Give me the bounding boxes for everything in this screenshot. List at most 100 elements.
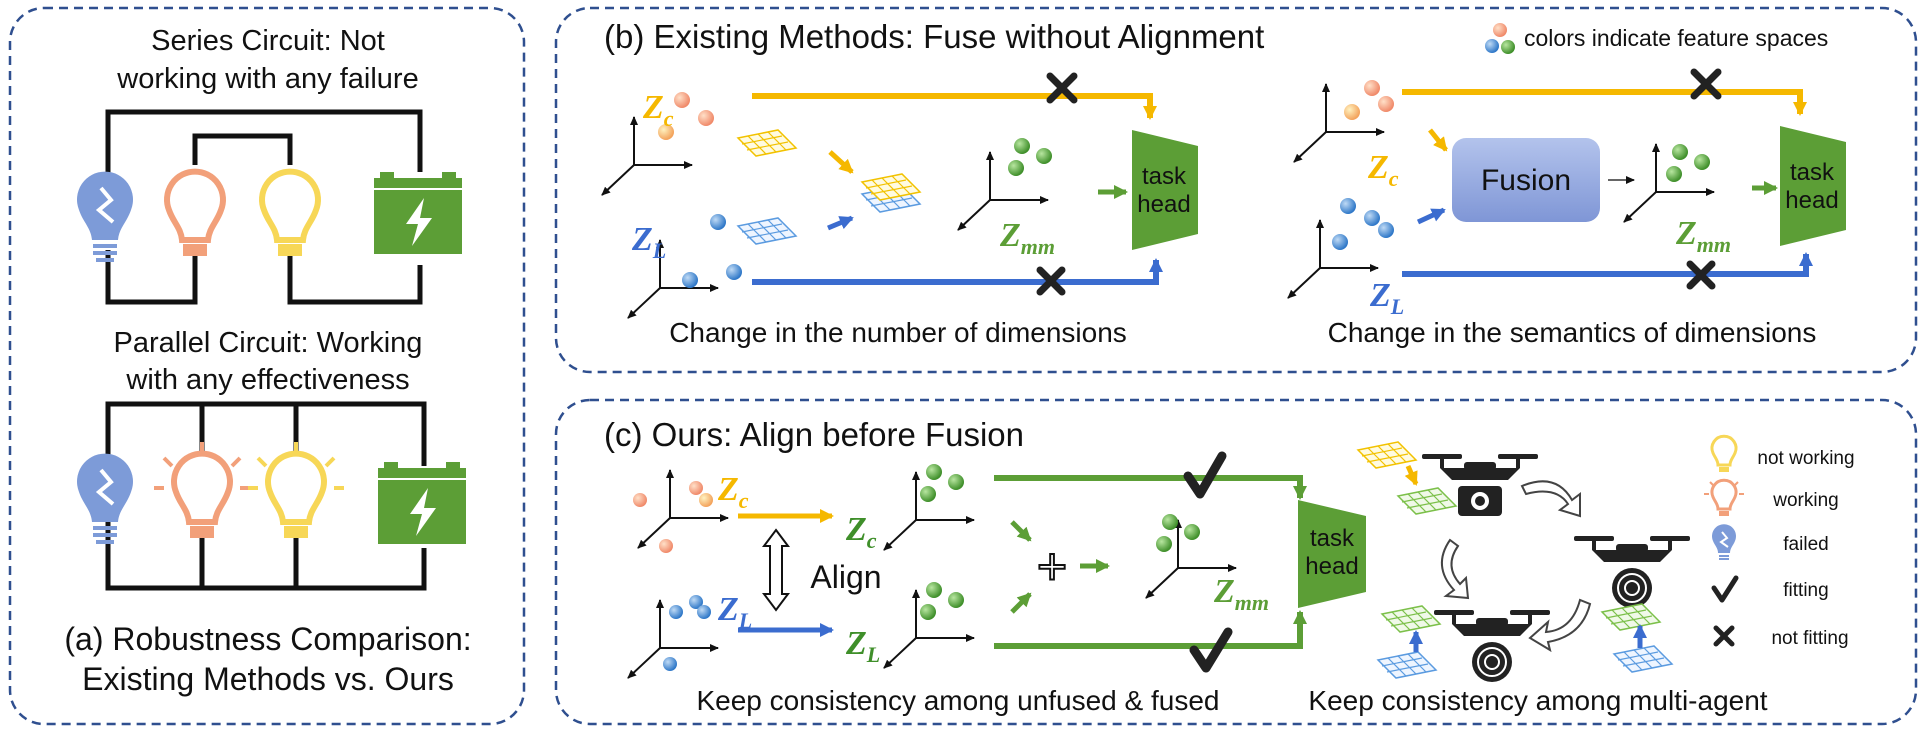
task-head-right — [1780, 126, 1846, 246]
zmm-label-right: Zmm — [1675, 215, 1731, 257]
panel-c: (c) Ours: Align before Fusion Zc ZL Alig… — [604, 416, 1855, 716]
bulb-off-orange-icon — [164, 168, 226, 256]
axes-zc-c — [638, 470, 728, 548]
axes-zl-right — [1288, 220, 1378, 298]
check-icon-top — [1183, 451, 1227, 499]
panel-c-frame — [554, 398, 1918, 726]
arrow-zl-to-plus — [1010, 592, 1032, 614]
grid-blue-agent-right — [1613, 645, 1673, 673]
zmm-dots-left — [1008, 138, 1052, 176]
exchange-arrow-top — [1520, 480, 1581, 518]
legend: not working working failed fitting — [1704, 434, 1855, 649]
legend-label-fitting: fitting — [1783, 580, 1828, 601]
fusion-label: Fusion — [1481, 164, 1571, 197]
check-icon-bottom — [1189, 627, 1233, 673]
cross-icon-bottom-right — [1686, 260, 1716, 290]
zl-label-c: ZL — [717, 591, 752, 633]
task-head-left-line2: head — [1137, 191, 1190, 218]
grid-yellow-left — [737, 129, 797, 157]
grid-yellow-agent — [1357, 441, 1417, 469]
broken-bulb-icon — [77, 171, 133, 262]
battery-icon-2 — [378, 462, 466, 544]
bulb-on-orange-icon — [154, 442, 250, 538]
task-head-right-line1: task — [1790, 159, 1835, 186]
align-label: Align — [810, 559, 881, 595]
arrow-zc-to-fusion — [1428, 128, 1448, 152]
panel-c-left-caption: Keep consistency among unfused & fused — [696, 685, 1219, 716]
battery-icon — [374, 172, 462, 254]
zc-label-right: Zc — [1367, 149, 1399, 191]
exchange-arrows — [1441, 480, 1592, 653]
zc-dots-right — [1344, 80, 1394, 120]
zc-label-left: Zc — [642, 89, 674, 131]
task-head-right-line2: head — [1785, 187, 1838, 214]
arrow-grid-merge-top — [828, 150, 854, 174]
skip-line-orange-right — [1402, 89, 1807, 116]
legend-label-working: working — [1772, 490, 1838, 511]
legend-label-failed: failed — [1783, 534, 1828, 555]
drone-radar-icon-left — [1434, 610, 1550, 682]
parallel-circuit-wires — [105, 401, 427, 591]
zc-dots-c — [633, 481, 713, 553]
arrow-agent-top — [1404, 464, 1419, 486]
grid-green-agent-top — [1397, 487, 1457, 515]
series-circuit-wires — [105, 109, 423, 305]
bulb-off-yellow-icon — [259, 168, 321, 256]
grid-blue-left — [737, 217, 797, 245]
bulb-broken-icon — [1712, 524, 1736, 560]
cross-icon-top-right — [1690, 68, 1722, 100]
panel-c-title: (c) Ours: Align before Fusion — [604, 416, 1024, 453]
zmm-label-c: Zmm — [1213, 573, 1269, 615]
series-title-line2: working with any failure — [116, 63, 418, 95]
zl-dots-c — [663, 595, 711, 671]
series-title-line1: Series Circuit: Not — [151, 25, 385, 57]
fusion-block — [1452, 138, 1600, 222]
broken-bulb-icon-2 — [77, 453, 133, 544]
exchange-arrow-left — [1441, 538, 1470, 600]
cross-icon — [1713, 625, 1735, 647]
panel-a: Series Circuit: Not working with any fai… — [64, 25, 471, 697]
zl-aligned-dots — [920, 582, 964, 620]
panel-a-caption-line1: (a) Robustness Comparison: — [64, 621, 471, 657]
bulb-on-icon — [1704, 478, 1744, 516]
exchange-arrow-bottom — [1528, 598, 1592, 653]
zmm-dots-right — [1666, 144, 1710, 182]
bulb-off-icon — [1710, 434, 1738, 472]
axes-zc-left — [602, 117, 692, 195]
task-head-c-line1: task — [1310, 525, 1355, 552]
skip-line-blue-left — [752, 258, 1163, 285]
task-head-c-line2: head — [1305, 553, 1358, 580]
feature-space-legend-icon — [1485, 23, 1515, 54]
parallel-title-line1: Parallel Circuit: Working — [114, 327, 423, 359]
zc-aligned-dots — [920, 464, 964, 502]
arrow-zc-to-plus — [1010, 520, 1032, 542]
plus-icon: + — [1037, 538, 1067, 596]
bulb-on-yellow-icon — [248, 442, 344, 538]
zc-label-c: Zc — [717, 471, 749, 513]
zl-dots — [682, 214, 742, 288]
grid-blue-agent-left — [1377, 651, 1437, 679]
drone-camera-icon — [1422, 454, 1538, 516]
skip-line-blue-right — [1402, 252, 1813, 277]
panel-b-left-caption: Change in the number of dimensions — [669, 317, 1127, 348]
legend-label-not-fitting: not fitting — [1771, 628, 1848, 649]
zmm-label-left: Zmm — [999, 217, 1055, 259]
panel-c-right-caption: Keep consistency among multi-agent — [1308, 685, 1767, 716]
panel-b-frame — [554, 6, 1918, 374]
zl-label-right: ZL — [1369, 277, 1404, 319]
panel-b: (b) Existing Methods: Fuse without Align… — [602, 18, 1846, 348]
panel-b-right-caption: Change in the semantics of dimensions — [1328, 317, 1817, 348]
zl-dots-right — [1332, 198, 1394, 250]
task-head-c — [1298, 500, 1366, 608]
align-double-arrow — [762, 528, 790, 612]
task-head-left-line1: task — [1142, 163, 1187, 190]
grid-green-agent-left — [1381, 605, 1441, 633]
legend-label-not-working: not working — [1757, 448, 1854, 469]
cross-icon-bottom-left — [1036, 266, 1066, 296]
zl-label-left: ZL — [631, 221, 666, 263]
skip-line-green-bottom — [994, 610, 1307, 649]
cross-icon-top-left — [1046, 72, 1078, 104]
zc-dots — [658, 92, 714, 140]
zc-aligned-label: Zc — [845, 511, 877, 553]
